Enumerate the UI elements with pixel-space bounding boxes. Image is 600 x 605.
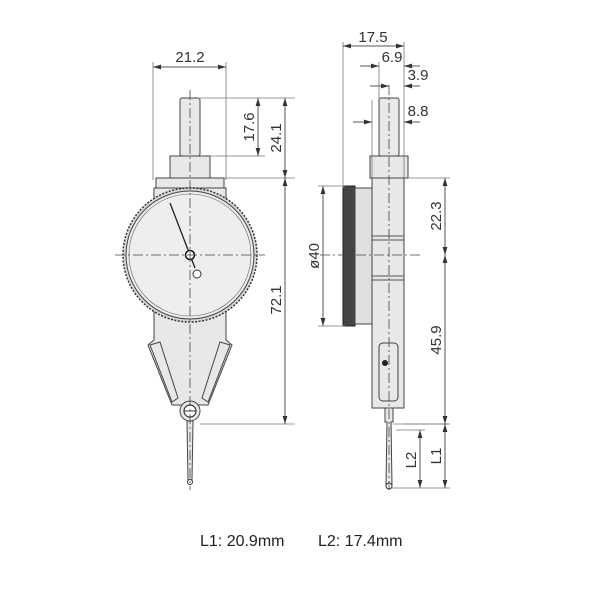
dim-l1: L1	[428, 448, 445, 465]
dim-stem-offset: 6.9	[382, 49, 403, 66]
legend-l2: L2: 17.4mm	[318, 533, 403, 550]
side-view: 17.5 6.9 3.9 8.8 ø40 22.3 45.9 L2 L1	[306, 29, 450, 490]
front-left-guide	[149, 341, 179, 403]
dial-side	[354, 187, 373, 325]
dim-stem-length: 17.6	[241, 112, 258, 141]
dim-depth: 17.5	[358, 29, 387, 46]
dim-width-top: 21.2	[175, 49, 204, 66]
dim-overall-height: 72.1	[268, 285, 285, 314]
dial-knurl	[342, 185, 356, 327]
dim-top-to-shoulder: 24.1	[268, 123, 285, 152]
dim-dial-diameter: ø40	[306, 243, 323, 269]
front-right-guide	[201, 341, 231, 403]
legend-l1: L1: 20.9mm	[200, 533, 285, 550]
dim-top-to-center: 22.3	[428, 201, 445, 230]
front-view: 21.2 17.6 24.1 72.1	[115, 49, 295, 490]
side-clamp	[378, 342, 399, 402]
dim-stem-radius: 3.9	[408, 67, 429, 84]
dim-l2: L2	[403, 452, 420, 469]
dim-center-to-bottom: 45.9	[428, 325, 445, 354]
dim-stem-diameter: 8.8	[408, 103, 429, 120]
